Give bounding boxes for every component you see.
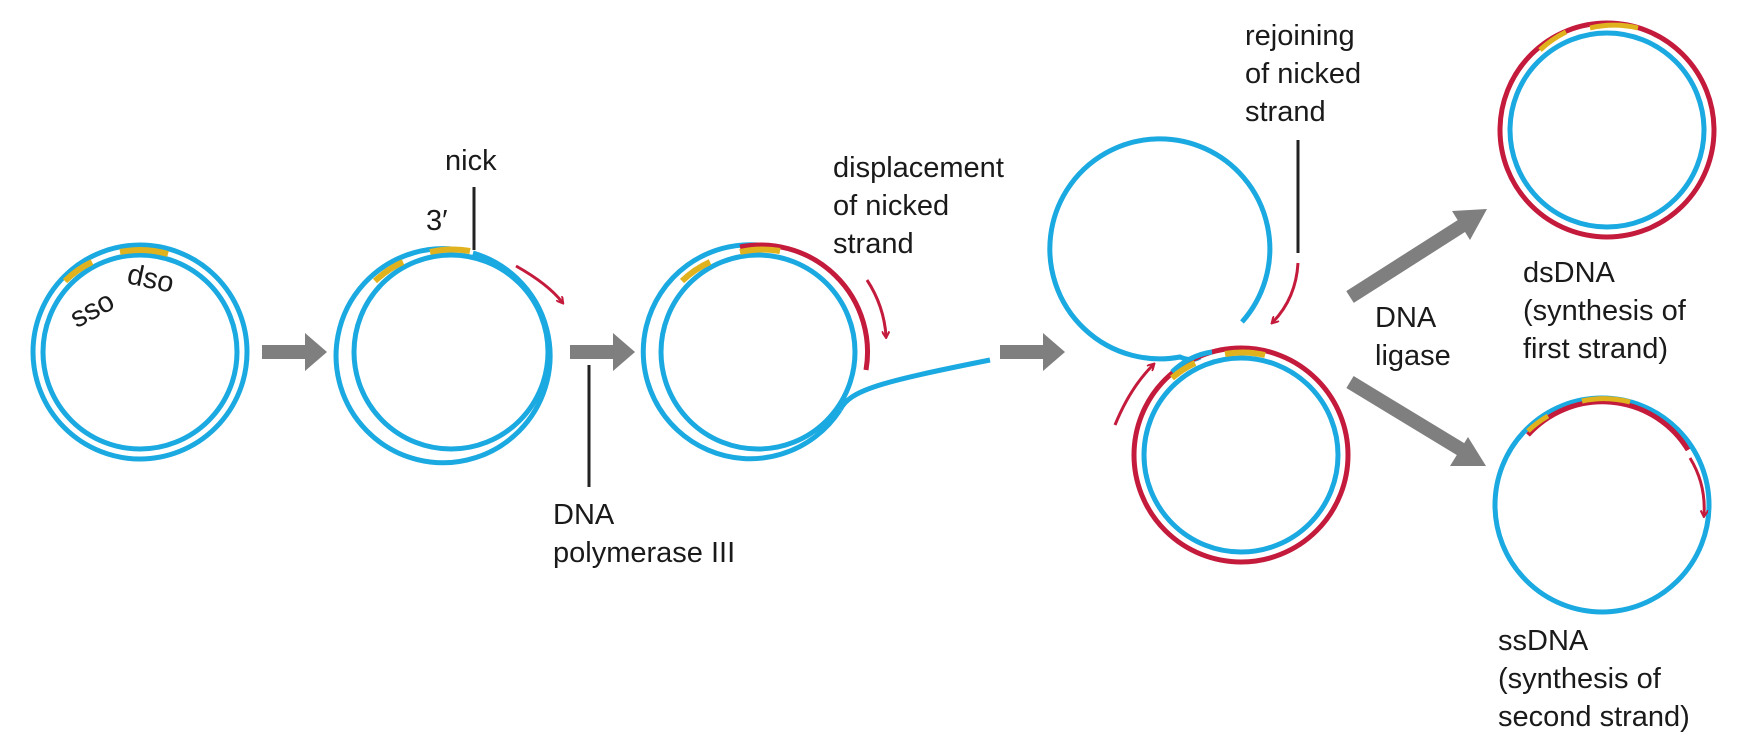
dso-label: dso [124, 259, 176, 300]
sso-origin-mark [372, 259, 405, 284]
displacement-label: displacement of nicked strand [833, 152, 1012, 260]
template-strand [1492, 395, 1712, 615]
ssdna-product: ssDNA (synthesis of second strand) [1492, 395, 1712, 733]
sso-origin-mark [62, 259, 94, 284]
inner-strand [658, 252, 858, 452]
direction-arrow [515, 264, 562, 302]
inner-strand [40, 252, 240, 452]
inner-strand [351, 252, 551, 452]
dsdna-label: dsDNA (synthesis of first strand) [1523, 257, 1694, 365]
direction-arrow-top [1273, 262, 1300, 322]
three-prime-label: 3′ [426, 205, 448, 237]
outer-strand-displaced [640, 242, 843, 462]
sso-origin-mark [1526, 413, 1550, 433]
branch-arrow-down [1346, 376, 1486, 466]
direction-arrow [865, 279, 886, 336]
template-inner [1141, 355, 1341, 555]
step-arrow-2 [570, 333, 635, 371]
branch-arrow-up [1346, 209, 1487, 303]
plasmid-stage-3: displacement of nicked strand [640, 152, 1012, 462]
step-arrow-1 [262, 333, 327, 371]
dsdna-product: dsDNA (synthesis of first strand) [1497, 20, 1717, 365]
new-strand [739, 242, 871, 371]
plasmid-stage-4: rejoining of nicked strand [1047, 20, 1369, 565]
dso-origin-mark [1581, 396, 1631, 405]
displaced-loop [1047, 136, 1273, 362]
template-inner [1507, 30, 1707, 230]
new-strand-outer [1497, 20, 1717, 240]
ssdna-label: ssDNA (synthesis of second strand) [1498, 625, 1690, 733]
dso-origin-mark [1589, 22, 1639, 31]
direction-arrow-left [1113, 365, 1153, 426]
direction-arrow [1688, 457, 1704, 515]
dna-polymerase-label: DNA polymerase III [553, 499, 735, 569]
sso-origin-mark [1538, 29, 1568, 52]
new-strand-outer [1131, 345, 1351, 565]
outer-blue-segment [1170, 349, 1213, 374]
plasmid-stage-1: sso dso [30, 242, 250, 462]
rejoining-label: rejoining of nicked strand [1245, 20, 1369, 128]
dso-origin-mark [739, 246, 781, 255]
sso-label: sso [65, 285, 120, 334]
plasmid-stage-2: nick 3′ [333, 145, 562, 466]
dso-origin-mark [119, 247, 169, 257]
displaced-tail [837, 357, 991, 412]
sso-origin-mark [679, 259, 712, 284]
outer-strand [30, 242, 250, 462]
dso-origin-mark [1224, 349, 1266, 358]
dso-origin-mark [429, 246, 471, 255]
step-arrow-3 [1000, 333, 1065, 371]
dna-ligase-label: DNA ligase [1375, 302, 1451, 372]
nick-label: nick [445, 145, 497, 177]
sso-origin-mark [1170, 360, 1197, 381]
